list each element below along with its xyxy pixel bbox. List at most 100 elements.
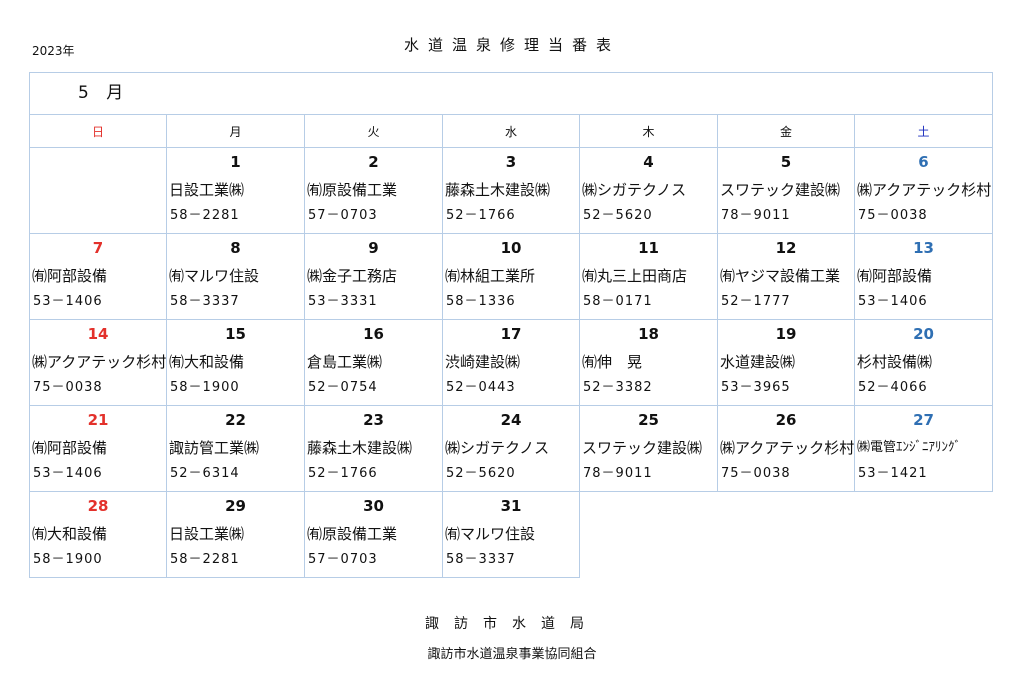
day-number: 13 [913,239,934,257]
page-title: 水道温泉修理当番表 [403,36,620,54]
footer-office: 諏訪市水道局 [425,616,599,632]
phone-number: 58－2281 [170,552,240,567]
day-number: 11 [638,239,659,257]
day-cell: 17 渋崎建設㈱ 52－0443 [442,319,580,406]
company-name: ㈱アクアテック杉村 [857,181,992,199]
phone-number: 57－0703 [308,208,378,223]
day-cell [29,147,167,234]
day-number: 7 [92,239,104,257]
phone-number: 53－1406 [858,294,928,309]
day-number: 22 [225,411,246,429]
phone-number: 52－1766 [308,466,378,481]
company-name: ㈱シガテクノス [582,181,687,199]
company-name: 諏訪管工業㈱ [169,439,260,457]
phone-number: 52－0754 [308,380,378,395]
day-number: 18 [638,325,659,343]
day-number: 21 [87,411,109,429]
phone-number: 52－5620 [446,466,516,481]
weekday-monday: 月 [166,114,305,148]
day-cell: 24 ㈱シガテクノス 52－5620 [442,405,580,492]
day-cell: 23 藤森土木建設㈱ 52－1766 [304,405,443,492]
day-number: 26 [775,411,797,429]
day-cell: 2 ㈲原設備工業 57－0703 [304,147,443,234]
phone-number: 58－1900 [33,552,103,567]
day-number: 24 [500,411,522,429]
day-number: 28 [87,497,109,515]
day-number: 27 [913,411,934,429]
day-number [30,152,166,172]
day-cell: 13 ㈲阿部設備 53－1406 [853,233,994,320]
phone-number: 58－0171 [583,294,653,309]
phone-number: 58－1336 [446,294,516,309]
phone-number: 53－1406 [33,294,103,309]
day-number: 16 [363,325,384,343]
phone-number: 52－3382 [583,380,653,395]
company-name: ㈲原設備工業 [307,181,398,199]
company-name: ㈲阿部設備 [32,439,108,457]
weekday-wednesday: 水 [442,114,580,148]
day-cell: 22 諏訪管工業㈱ 52－6314 [166,405,305,492]
footer-union: 諏訪市水道温泉事業協同組合 [427,647,597,662]
day-number: 20 [913,325,934,343]
day-number: 17 [500,325,522,343]
company-name: ㈱電管ｴﾝｼﾞﾆｱﾘﾝｸﾞ [857,440,962,455]
phone-number: 52－6314 [170,466,240,481]
phone-number: 52－0443 [446,380,516,395]
month-header-cell: 5 月 [28,72,994,115]
company-name: ㈱シガテクノス [445,439,550,457]
company-name: 水道建設㈱ [720,353,796,371]
day-number: 1 [230,153,241,171]
weekday-thursday: 木 [579,114,718,148]
phone-number: 58－3337 [170,294,240,309]
company-name: ㈲原設備工業 [307,525,398,543]
company-name: 日設工業㈱ [169,525,245,543]
day-number: 4 [643,153,654,171]
day-number: 30 [363,497,384,515]
day-number: 3 [505,153,517,171]
company-name: 日設工業㈱ [169,181,245,199]
phone-number: 53－3965 [721,380,791,395]
day-number: 23 [363,411,384,429]
company-name: ㈲大和設備 [32,525,108,543]
company-name: ㈲マルワ住設 [445,525,536,543]
phone-number: 52－1766 [446,208,516,223]
day-number: 14 [87,325,109,343]
weekday-header-row: 日 月 火 水 木 金 土 [29,114,994,148]
phone-number: 52－4066 [858,380,928,395]
company-name: 藤森土木建設㈱ [307,439,413,457]
company-name: ㈲大和設備 [169,353,245,371]
day-number: 10 [500,239,522,257]
company-name: 渋崎建設㈱ [445,353,521,371]
day-number: 6 [918,153,929,171]
empty-cell [580,492,718,578]
day-number: 2 [368,153,379,171]
company-name: 藤森土木建設㈱ [445,181,551,199]
day-number: 31 [500,497,522,515]
company-name: 倉島工業㈱ [307,353,383,371]
day-number: 8 [230,239,241,257]
phone-number: 78－9011 [583,466,653,481]
phone-number: 78－9011 [721,208,791,223]
company-name: ㈲林組工業所 [445,267,536,285]
company-name: ㈲阿部設備 [857,267,933,285]
month-label: 5 月 [78,83,130,103]
day-cell: 28 ㈲大和設備 58－1900 [29,491,167,578]
